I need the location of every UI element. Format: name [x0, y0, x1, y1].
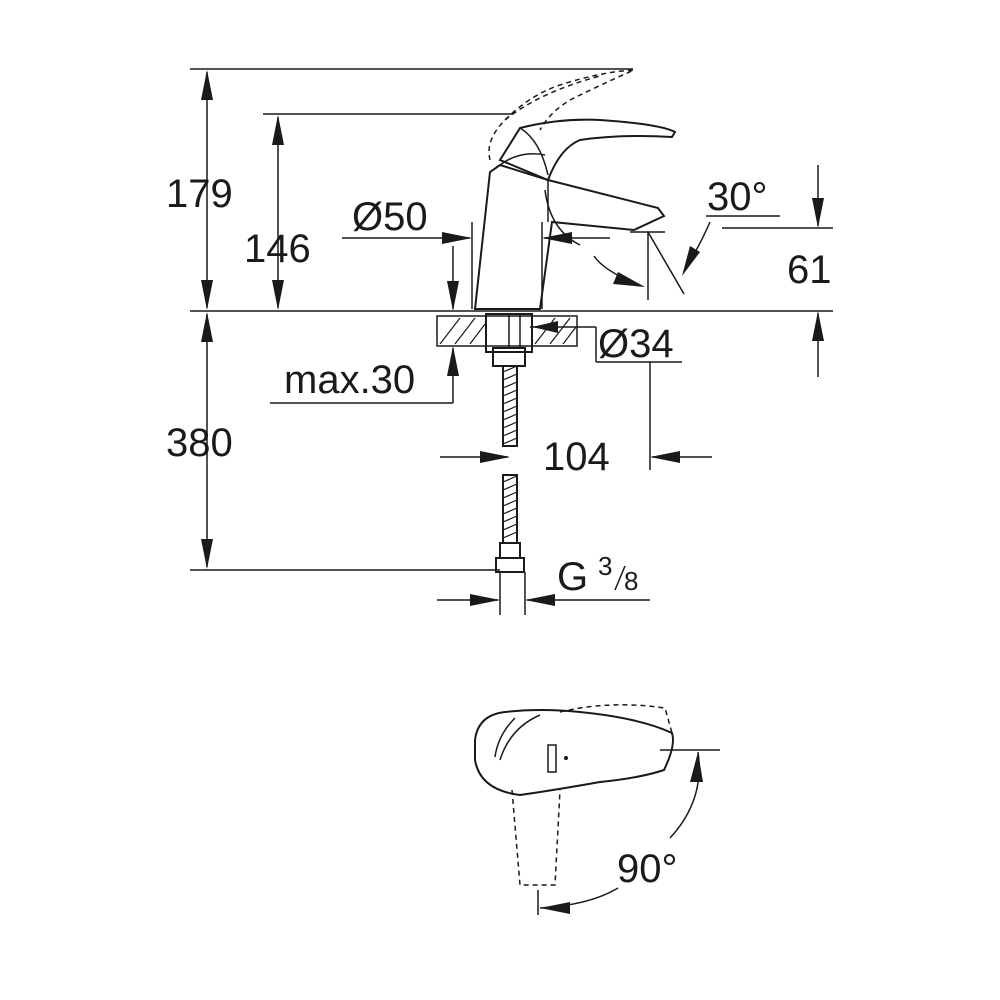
dimension-o50-label: Ø50: [352, 195, 428, 239]
dimension-spout-height: 146: [244, 115, 311, 310]
dimension-104-label: 104: [543, 435, 610, 479]
dimension-total-height: 179: [166, 70, 233, 310]
dimension-base-diameter: Ø50: [342, 195, 610, 309]
dimension-max30-label: max.30: [284, 358, 415, 402]
dimension-380-label: 380: [166, 421, 233, 465]
dimension-thread: G 3 8: [437, 551, 650, 606]
dimension-max-thickness: max.30: [270, 246, 459, 404]
dimension-146-label: 146: [244, 227, 311, 271]
dimension-thread-numerator: 3: [598, 551, 612, 581]
faucet-top-view: [474, 704, 720, 915]
dimension-179-label: 179: [166, 172, 233, 216]
hose: [495, 365, 526, 615]
dimension-o34-label: Ø34: [598, 322, 674, 366]
dimension-thread-g-label: G: [557, 555, 588, 599]
counter-section: [436, 313, 578, 367]
dimension-lever-rotation: 90°: [539, 751, 703, 914]
dimension-thread-denominator: 8: [624, 566, 638, 596]
dimension-hose-length: 380: [166, 312, 233, 569]
dimension-61-label: 61: [787, 248, 832, 292]
dimension-hole-diameter: Ø34: [530, 321, 682, 366]
dimension-spout-angle: 30°: [544, 175, 780, 287]
dimension-spout-reach: 104: [440, 362, 712, 479]
dimension-90-deg-label: 90°: [617, 847, 678, 891]
dimension-30-deg-label: 30°: [707, 175, 768, 219]
faucet-side-view: [473, 69, 685, 310]
dimension-spout-clearance: 61: [787, 165, 832, 377]
extension-lines: [190, 68, 833, 571]
